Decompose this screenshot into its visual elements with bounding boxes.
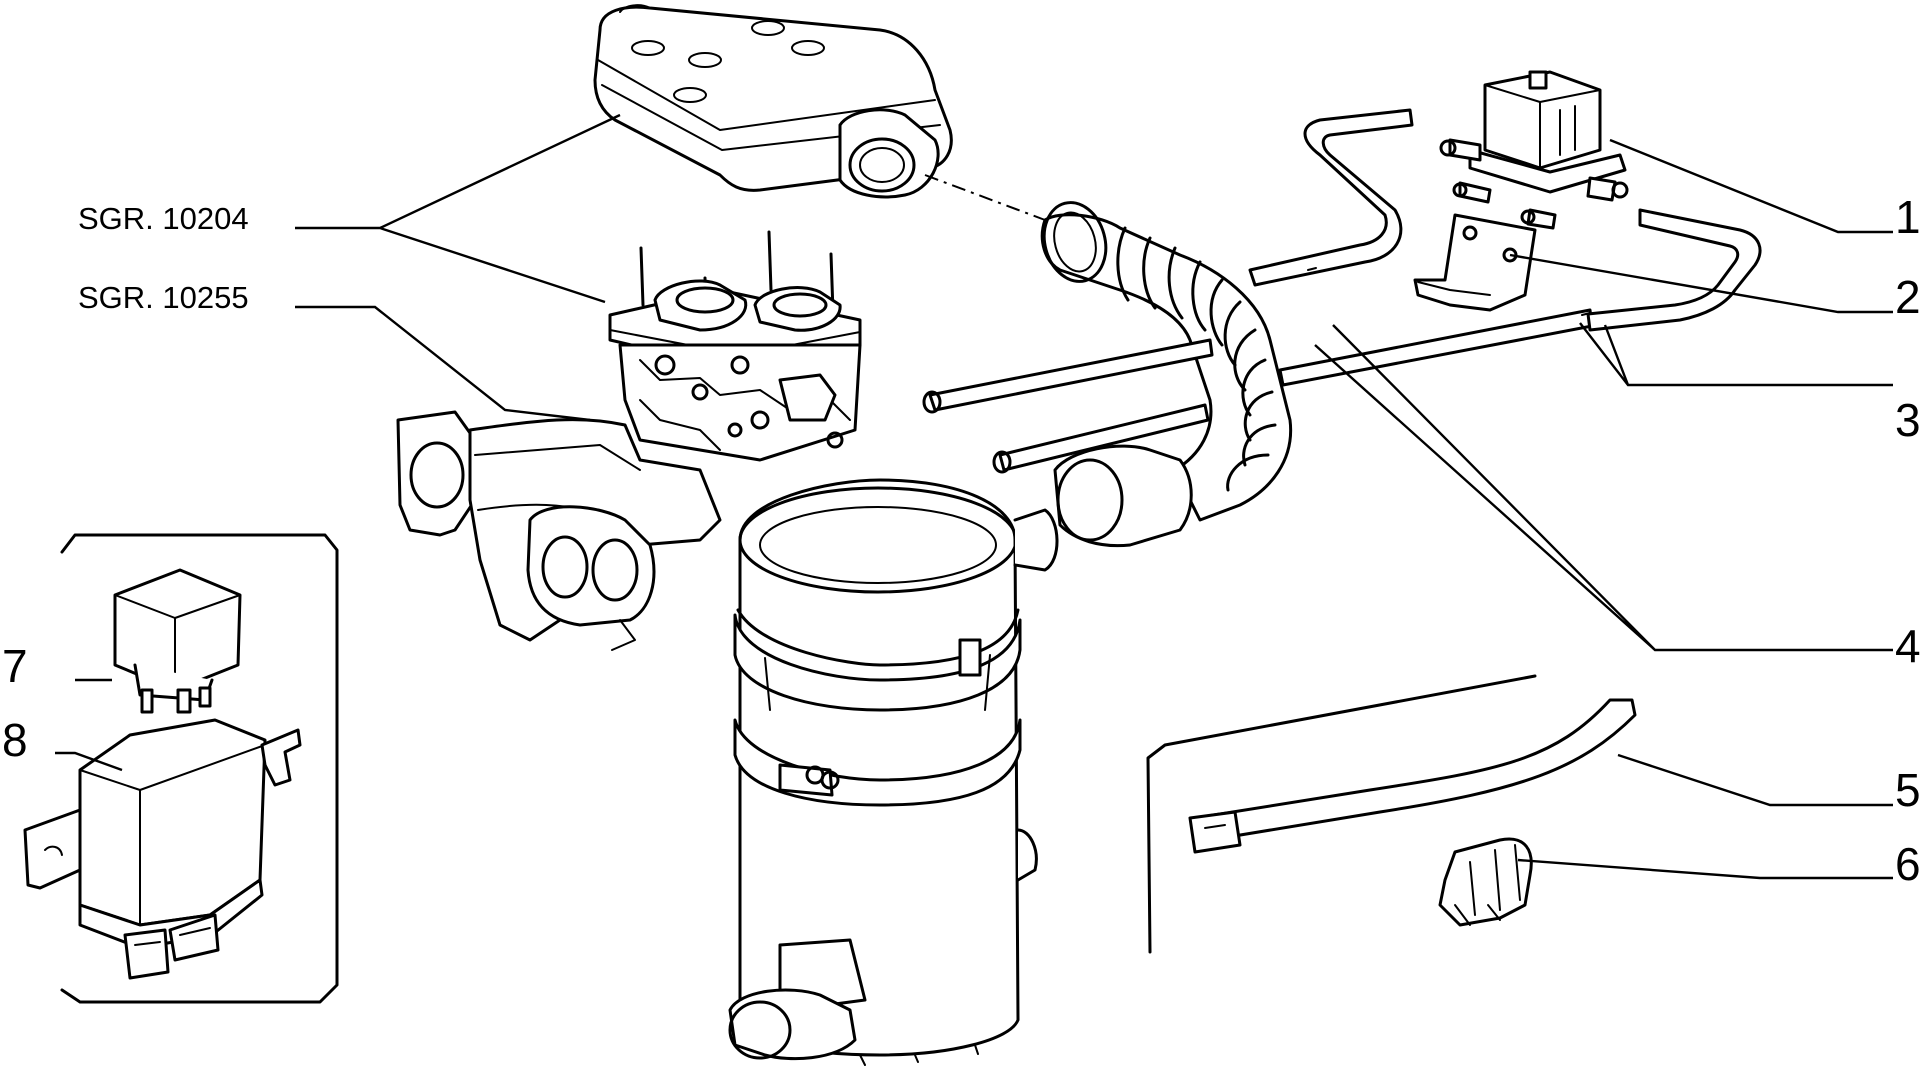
callout-4: 4: [1895, 620, 1921, 672]
leader-lines: [55, 113, 1893, 880]
callout-5: 5: [1895, 764, 1921, 816]
carburetor: [608, 230, 862, 462]
air-cleaner-body: [728, 478, 1059, 1066]
intake-manifold: [396, 410, 722, 651]
callout-8: 8: [2, 714, 28, 766]
callout-2: 2: [1895, 271, 1921, 323]
callout-6: 6: [1895, 838, 1921, 890]
callout-3: 3: [1895, 394, 1921, 446]
mounting-bracket: [1413, 213, 1537, 312]
reference-sgr-10204: SGR. 10204: [78, 201, 249, 236]
air-cleaner-cover: [593, 4, 953, 199]
right-inset: [1146, 674, 1637, 954]
corrugated-air-hose: [1040, 201, 1293, 548]
hoses: [922, 108, 1762, 474]
solenoid-valve: [1439, 70, 1629, 230]
callout-7: 7: [2, 640, 28, 692]
left-inset: [23, 533, 339, 1004]
reference-sgr-10255: SGR. 10255: [78, 280, 249, 315]
callout-1: 1: [1895, 191, 1921, 243]
